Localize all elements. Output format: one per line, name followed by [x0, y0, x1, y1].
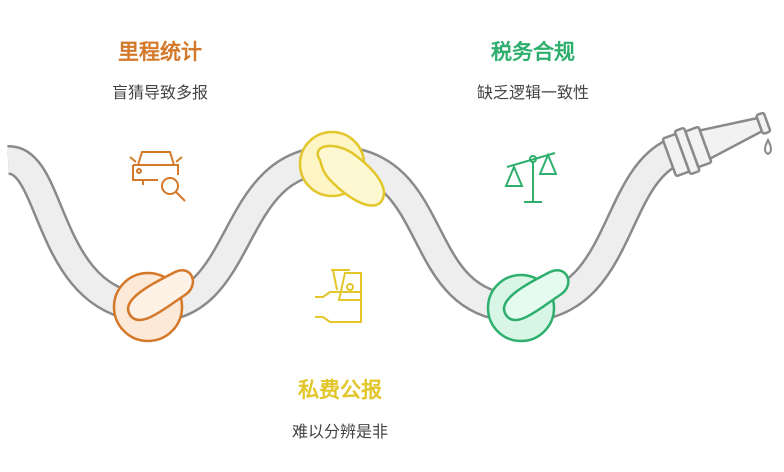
item-title-tax-compliance: 税务合规	[491, 40, 575, 64]
item-title-private-expense: 私费公报	[298, 378, 382, 402]
hand-money-icon	[315, 269, 362, 323]
item-subtitle-tax-compliance: 缺乏逻辑一致性	[476, 83, 589, 102]
knot-green	[486, 269, 570, 343]
drop-icon	[764, 137, 772, 156]
item-title-mileage: 里程统计	[118, 40, 202, 64]
nozzle	[661, 111, 772, 178]
scale-icon	[504, 152, 558, 203]
item-subtitle-mileage: 盲猜导致多报	[111, 83, 208, 102]
car-search-icon	[129, 151, 186, 202]
knot-yellow	[298, 130, 386, 207]
knot-orange	[112, 269, 195, 343]
item-subtitle-private-expense: 难以分辨是非	[291, 422, 388, 441]
